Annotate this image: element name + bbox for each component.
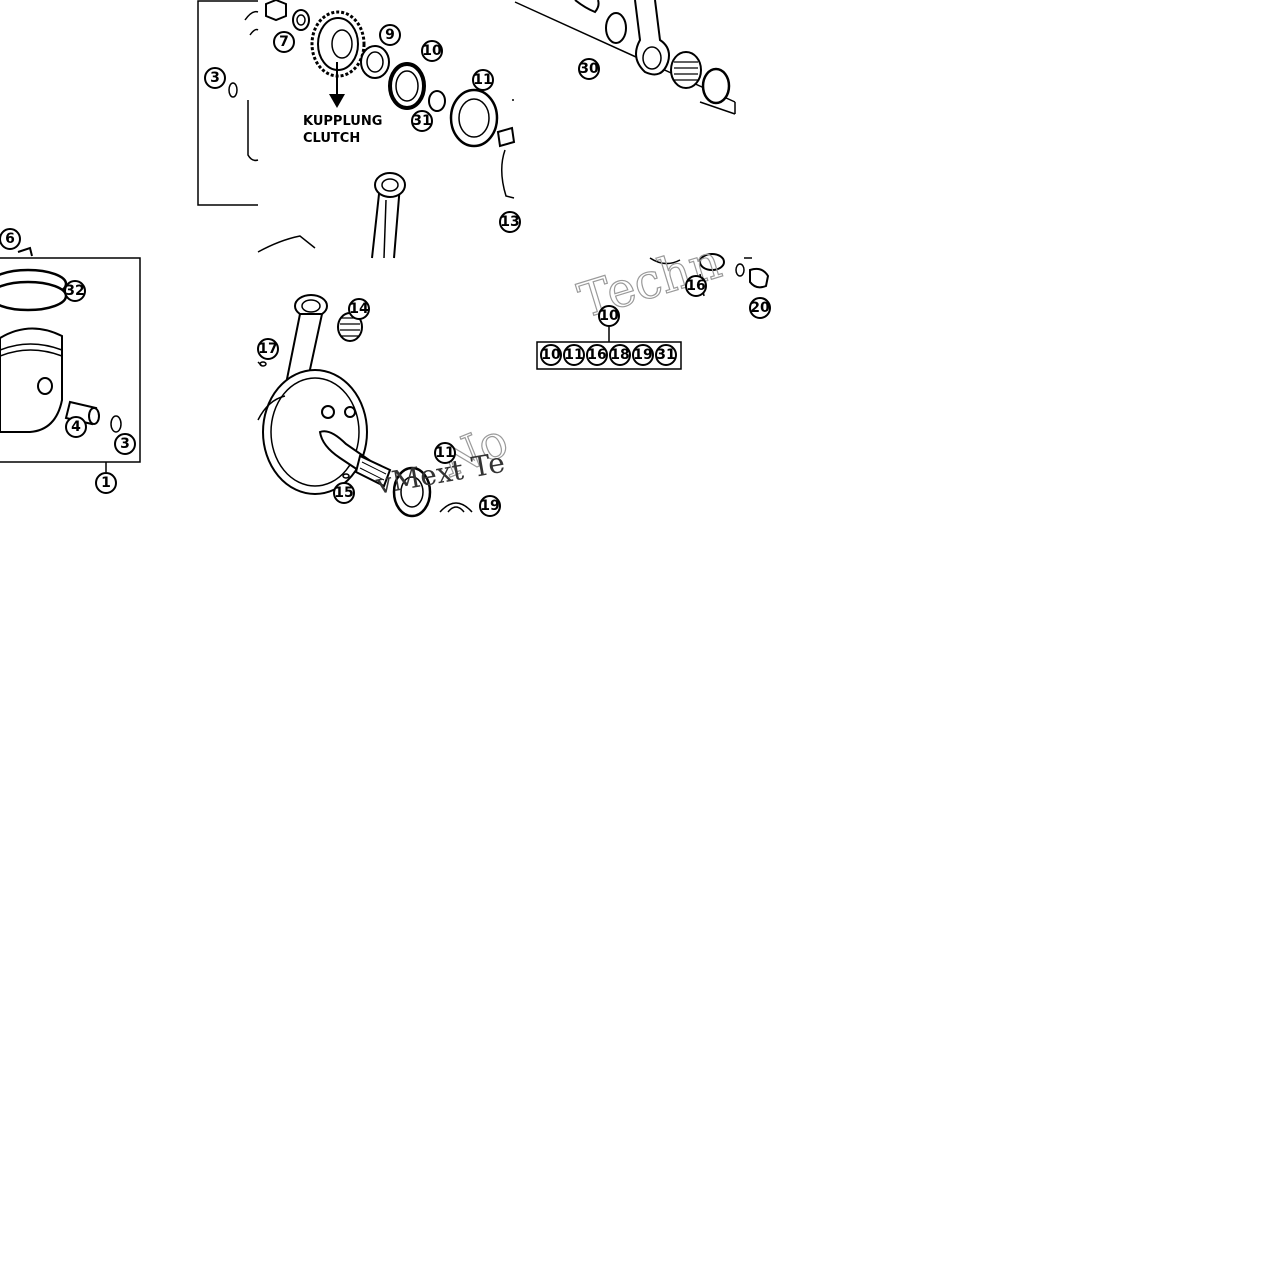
callout-3: 3	[204, 67, 226, 89]
piston-ring-part	[0, 280, 68, 312]
frame-top-left	[197, 0, 258, 206]
piston-part	[0, 327, 63, 433]
bearing-part	[392, 466, 432, 518]
svg-text:10: 10	[599, 308, 619, 324]
svg-text:7: 7	[279, 34, 289, 50]
shaft-end-part	[574, 0, 600, 14]
callout-3: 3	[114, 433, 136, 455]
svg-text:19: 19	[480, 498, 499, 514]
tile-top-left	[197, 0, 259, 206]
callout-19: 19	[479, 495, 501, 517]
ball-bearing-part	[449, 88, 499, 148]
svg-text:3: 3	[210, 70, 220, 86]
washer-part	[699, 253, 725, 271]
washer-edge-part	[439, 502, 473, 513]
tile-top-middle: KUPPLUNG CLUTCH	[257, 0, 516, 259]
callout-20: 20	[749, 297, 771, 319]
case-line-part	[514, 1, 736, 103]
connecting-rod-part	[284, 294, 328, 390]
kit-callout-18: 18	[609, 344, 631, 366]
callout-11: 11	[434, 442, 456, 464]
key-part	[342, 473, 350, 479]
svg-text:15: 15	[334, 485, 353, 501]
callout-kit-group: 10	[598, 305, 620, 327]
svg-text:6: 6	[5, 231, 15, 247]
o-ring-part	[428, 90, 446, 112]
o-ring-part	[735, 263, 745, 277]
shaft-stub-part	[496, 126, 516, 148]
kit-callout-19: 19	[632, 344, 654, 366]
piston-edge-part	[247, 100, 259, 162]
clutch-label: CLUTCH	[303, 131, 360, 146]
svg-text:16: 16	[686, 278, 705, 294]
crankshaft-part	[257, 369, 392, 495]
callout-31: 31	[411, 110, 433, 132]
callout-1: 1	[95, 472, 117, 494]
callout-14: 14	[348, 298, 370, 320]
piston-kit-frame	[0, 257, 141, 463]
callout-16: 16	[685, 275, 707, 297]
kit-callout-31: 31	[655, 344, 677, 366]
svg-text:11: 11	[473, 72, 492, 88]
connecting-rod-part	[371, 172, 406, 259]
ring-clip-part	[17, 246, 33, 257]
circlip-part	[228, 82, 238, 98]
washer-part	[701, 67, 731, 105]
svg-text:31: 31	[412, 113, 431, 129]
connecting-rod-part	[634, 0, 670, 76]
washer-part	[605, 12, 627, 44]
svg-text:13: 13	[500, 214, 519, 230]
callout-15: 15	[333, 482, 355, 504]
part-edge	[649, 257, 681, 265]
svg-text:30: 30	[579, 61, 599, 77]
svg-text:31: 31	[656, 347, 675, 363]
kit-callout-10: 10	[540, 344, 562, 366]
washer-part	[292, 9, 310, 31]
nut-part	[265, 0, 287, 22]
svg-text:1: 1	[101, 475, 111, 491]
callout-32: 32	[64, 280, 86, 302]
circlip-part	[110, 415, 122, 433]
ring-edge-part	[244, 10, 259, 21]
callout-4: 4	[65, 416, 87, 438]
callout-11: 11	[472, 69, 494, 91]
tile-top-right	[514, 0, 736, 115]
svg-text:4: 4	[71, 419, 81, 435]
needle-bearing-part	[670, 51, 702, 89]
svg-text:3: 3	[120, 436, 130, 452]
callout-9: 9	[379, 24, 401, 46]
svg-text:14: 14	[349, 301, 369, 317]
svg-text:11: 11	[435, 445, 454, 461]
svg-text:10: 10	[541, 347, 561, 363]
svg-text:18: 18	[610, 347, 629, 363]
svg-text:9: 9	[385, 27, 395, 43]
callout-30: 30	[578, 58, 600, 80]
svg-text:17: 17	[258, 341, 277, 357]
spacer-part	[360, 45, 390, 79]
callout-6: 6	[0, 228, 21, 250]
case-edge-part	[257, 235, 316, 253]
svg-text:10: 10	[422, 43, 442, 59]
callout-17: 17	[257, 338, 279, 360]
svg-text:16: 16	[587, 347, 606, 363]
seal-ring-part	[388, 62, 426, 110]
ring-edge-part	[249, 28, 259, 36]
kupplung-label: KUPPLUNG	[303, 114, 382, 129]
gasket-kit-box	[536, 341, 682, 370]
svg-text:32: 32	[65, 283, 84, 299]
kit-callout-11: 11	[563, 344, 585, 366]
svg-text:11: 11	[564, 347, 583, 363]
svg-text:20: 20	[750, 300, 770, 316]
kit-callout-16: 16	[586, 344, 608, 366]
callout-13: 13	[499, 211, 521, 233]
svg-text:19: 19	[633, 347, 652, 363]
arrow-head-icon	[329, 94, 345, 108]
callout-7: 7	[273, 31, 295, 53]
plug-part	[749, 267, 770, 289]
callout-10: 10	[421, 40, 443, 62]
tile-middle-center	[257, 294, 473, 518]
